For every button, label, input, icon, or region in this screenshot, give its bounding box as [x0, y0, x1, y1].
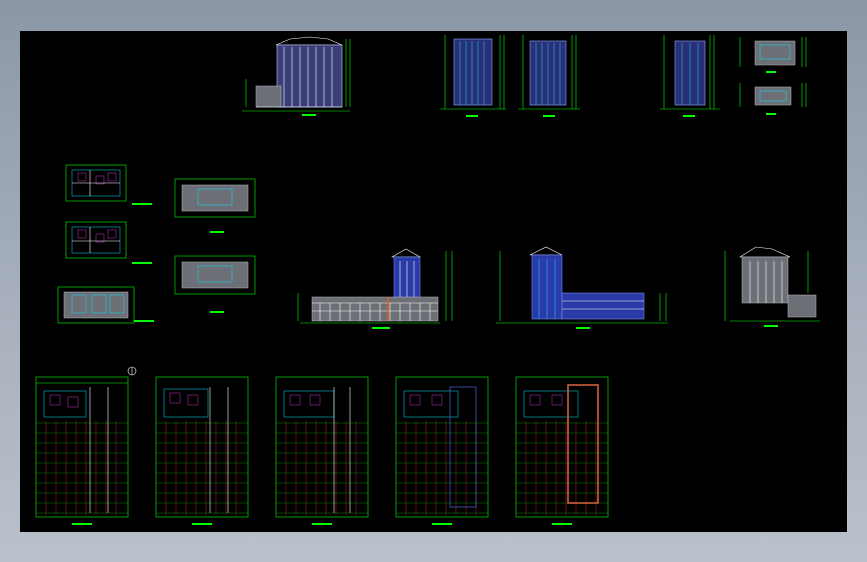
elevation-drawing-top-2 — [440, 35, 506, 117]
cad-drawing-viewport[interactable] — [20, 31, 847, 532]
bottom-plan-5 — [515, 376, 609, 525]
elevation-drawing-top-1 — [242, 36, 351, 116]
elevation-drawing-top-3 — [518, 35, 580, 117]
bottom-plan-4 — [395, 376, 489, 525]
elevation-drawing-middle-2 — [496, 246, 668, 329]
roof-plan-2 — [174, 255, 256, 313]
plan-grid-lines — [36, 421, 128, 515]
plan-grid-lines — [156, 421, 248, 515]
section-detail-top-right — [739, 37, 807, 115]
elevation-drawing-middle-3 — [724, 246, 820, 327]
bottom-plan-1 — [35, 376, 129, 525]
roof-plan-1 — [174, 178, 256, 233]
floor-plan-small-2 — [65, 221, 152, 264]
bottom-plan-2 — [155, 376, 249, 525]
plan-grid-lines — [396, 421, 488, 515]
drawing-sheet — [35, 35, 820, 525]
elevation-drawing-middle-1 — [297, 248, 453, 329]
elevation-drawing-top-4 — [660, 35, 720, 117]
floor-plan-small-3 — [57, 286, 154, 324]
plan-grid-lines — [516, 421, 608, 515]
plan-grid-lines — [276, 421, 368, 515]
bottom-plan-3 — [275, 376, 369, 525]
floor-plan-small-1 — [65, 164, 152, 205]
north-arrow-icon — [127, 366, 137, 376]
